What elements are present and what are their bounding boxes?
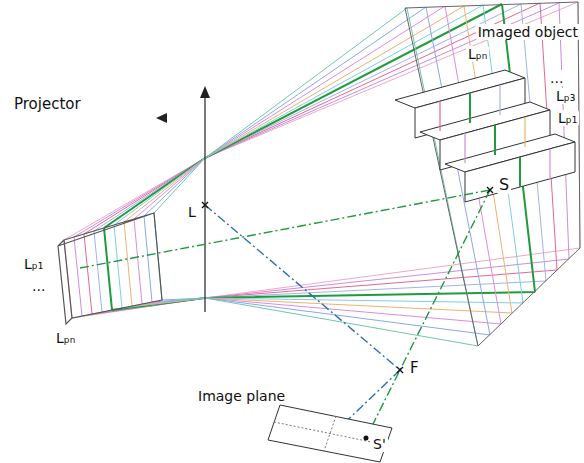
camera-ray bbox=[366, 190, 490, 438]
part-label: S' bbox=[371, 436, 388, 452]
point-mark bbox=[364, 436, 368, 440]
projection-rays bbox=[64, 2, 580, 346]
part-label: Lₚₙ bbox=[466, 46, 489, 62]
light-stripe bbox=[154, 8, 478, 346]
part-label: ... bbox=[548, 70, 565, 86]
arrow-head bbox=[156, 113, 167, 123]
stripe bbox=[464, 133, 465, 163]
grid-line bbox=[324, 416, 336, 451]
part-label: F bbox=[408, 360, 421, 377]
part-label: Projector bbox=[12, 96, 83, 113]
point-mark bbox=[202, 202, 208, 208]
stripe bbox=[499, 85, 500, 115]
part-label: S bbox=[497, 176, 511, 194]
stripe bbox=[469, 93, 471, 123]
part-label: L bbox=[186, 204, 198, 220]
part-label: Imaged object bbox=[476, 24, 580, 40]
point-mark bbox=[397, 367, 403, 373]
stripe bbox=[439, 101, 440, 131]
stripe bbox=[524, 117, 525, 147]
light-stripe bbox=[144, 7, 490, 335]
grid-line bbox=[274, 422, 386, 445]
stripe bbox=[519, 157, 521, 187]
point-mark bbox=[487, 187, 493, 193]
baseline bbox=[205, 205, 400, 370]
part-label: Lₚ₁ bbox=[22, 256, 45, 272]
light-stripe bbox=[64, 2, 580, 318]
image-plane bbox=[268, 405, 392, 462]
part-label: Image plane bbox=[196, 388, 287, 404]
part-label: Lₚₙ bbox=[54, 330, 77, 346]
staircase-object bbox=[395, 70, 575, 202]
stripe bbox=[549, 149, 550, 179]
step-front bbox=[465, 142, 575, 202]
image-plane-frame bbox=[268, 405, 392, 462]
ray-lines bbox=[80, 190, 490, 438]
part-label: Lₚ₃ bbox=[554, 88, 577, 104]
object-plane bbox=[405, 2, 580, 346]
projector-ray bbox=[80, 190, 490, 268]
stripe bbox=[494, 125, 496, 155]
part-label: Lₚ₁ bbox=[556, 110, 579, 126]
projector-pattern bbox=[58, 213, 162, 324]
arrow-head bbox=[200, 86, 210, 98]
lens-axis bbox=[156, 86, 210, 312]
part-label: ... bbox=[30, 278, 47, 294]
object-stripes bbox=[440, 85, 550, 187]
